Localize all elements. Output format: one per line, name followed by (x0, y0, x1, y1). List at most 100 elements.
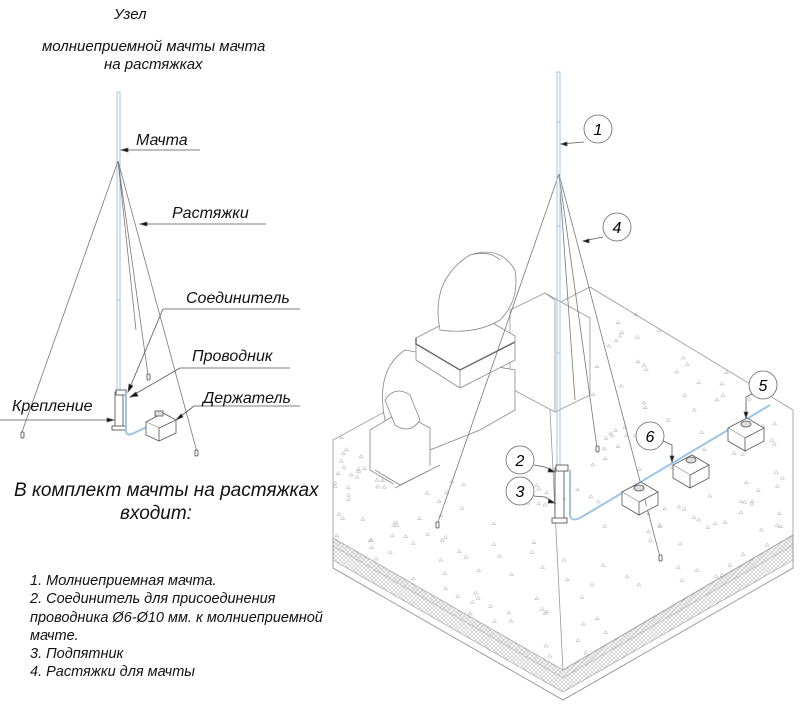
gravel-speck (580, 621, 586, 626)
gravel-speck (705, 525, 711, 529)
gravel-speck (691, 515, 697, 519)
gravel-speck (544, 490, 550, 494)
gravel-speck (436, 499, 442, 504)
gravel-speck (635, 359, 641, 364)
gravel-speck (343, 447, 349, 451)
holder-block (672, 454, 710, 489)
gravel-speck (346, 496, 352, 501)
gravel-speck (539, 606, 545, 611)
kit-list-item: 1. Молниеприемная мачта. (30, 573, 217, 589)
gravel-speck (613, 427, 619, 432)
gravel-speck (345, 485, 351, 489)
gravel-speck (491, 541, 497, 546)
gravel-speck (676, 504, 682, 509)
callout-number: 5 (759, 378, 768, 395)
gravel-speck (589, 582, 595, 587)
left-holder-block (145, 410, 177, 442)
gravel-speck (375, 484, 381, 489)
gravel-speck (469, 599, 475, 604)
kit-list: 1. Молниеприемная мачта. 2. Соединитель … (30, 572, 323, 682)
gravel-speck (746, 396, 752, 401)
gravel-speck (362, 466, 367, 471)
gravel-speck (360, 516, 366, 521)
holder-block (621, 481, 659, 516)
gravel-speck (487, 603, 493, 608)
gravel-speck (634, 334, 640, 339)
gravel-speck (619, 330, 625, 334)
gravel-speck (712, 521, 718, 526)
gravel-speck (774, 523, 780, 527)
gravel-speck (394, 523, 400, 527)
gravel-speck (339, 435, 344, 439)
kit-list-item: мачте. (30, 627, 79, 644)
gravel-speck (613, 338, 619, 343)
gravel-speck (575, 638, 581, 642)
gravel-speck (642, 405, 648, 409)
gravel-speck (665, 417, 671, 422)
gravel-speck (680, 355, 686, 360)
gravel-speck (391, 523, 397, 527)
kit-list-item: 4. Растяжки для мачты (30, 664, 195, 681)
gravel-speck (358, 454, 364, 458)
gravel-speck (455, 594, 461, 598)
gravel-speck (701, 447, 707, 451)
callout-3: 3 (505, 476, 535, 506)
gravel-speck (633, 312, 639, 317)
gravel-speck (691, 407, 697, 412)
gravel-speck (779, 475, 785, 480)
gravel-speck (681, 506, 687, 511)
gravel-speck (336, 511, 342, 516)
gravel-speck (772, 421, 778, 426)
gravel-speck (491, 521, 497, 526)
gravel-speck (758, 527, 764, 532)
gravel-speck (743, 480, 749, 485)
left-guy-wires (21, 160, 198, 453)
callout-circles: 1 4 2 3 5 6 (505, 114, 778, 506)
gravel-speck (463, 554, 469, 559)
gravel-speck (675, 564, 681, 569)
gravel-speck (476, 568, 482, 572)
label-connector: Соединитель (186, 290, 290, 307)
gravel-speck (467, 611, 473, 616)
gravel-speck (776, 511, 782, 515)
gravel-speck (777, 524, 783, 528)
gravel-speck (354, 474, 360, 479)
gravel-speck (719, 572, 725, 577)
gravel-speck (657, 522, 663, 527)
left-anchors (20, 373, 199, 457)
gravel-speck (719, 381, 725, 386)
gravel-speck (542, 502, 548, 507)
gravel-speck (456, 549, 462, 553)
gravel-speck (764, 542, 770, 547)
gravel-speck (425, 531, 431, 536)
gravel-speck (603, 435, 609, 440)
gravel-speck (588, 494, 594, 498)
gravel-speck (461, 482, 467, 486)
gravel-speck (417, 515, 423, 520)
label-mast: Мачта (136, 132, 188, 149)
gravel-speck (740, 451, 746, 456)
gravel-speck (609, 433, 615, 438)
gravel-speck (755, 488, 761, 492)
gravel-speck (381, 484, 387, 489)
gravel-speck (338, 458, 344, 463)
gravel-speck (373, 556, 379, 561)
gravel-speck (641, 400, 647, 405)
gravel-speck (738, 499, 744, 503)
kit-heading-line2: входит: (120, 503, 192, 524)
right-anchors (435, 445, 663, 562)
gravel-speck (637, 466, 642, 471)
gravel-speck (684, 361, 690, 366)
holder-block (727, 417, 765, 452)
gravel-speck (742, 499, 748, 504)
gravel-speck (403, 534, 409, 538)
title-subtitle-line2: на растяжках (104, 56, 203, 73)
callout-5: 5 (748, 370, 778, 400)
gravel-speck (536, 500, 542, 505)
gravel-speck (443, 586, 449, 590)
gravel-speck (601, 446, 607, 451)
gravel-speck (335, 471, 341, 475)
gravel-speck (390, 533, 396, 538)
gravel-speck (355, 466, 361, 471)
